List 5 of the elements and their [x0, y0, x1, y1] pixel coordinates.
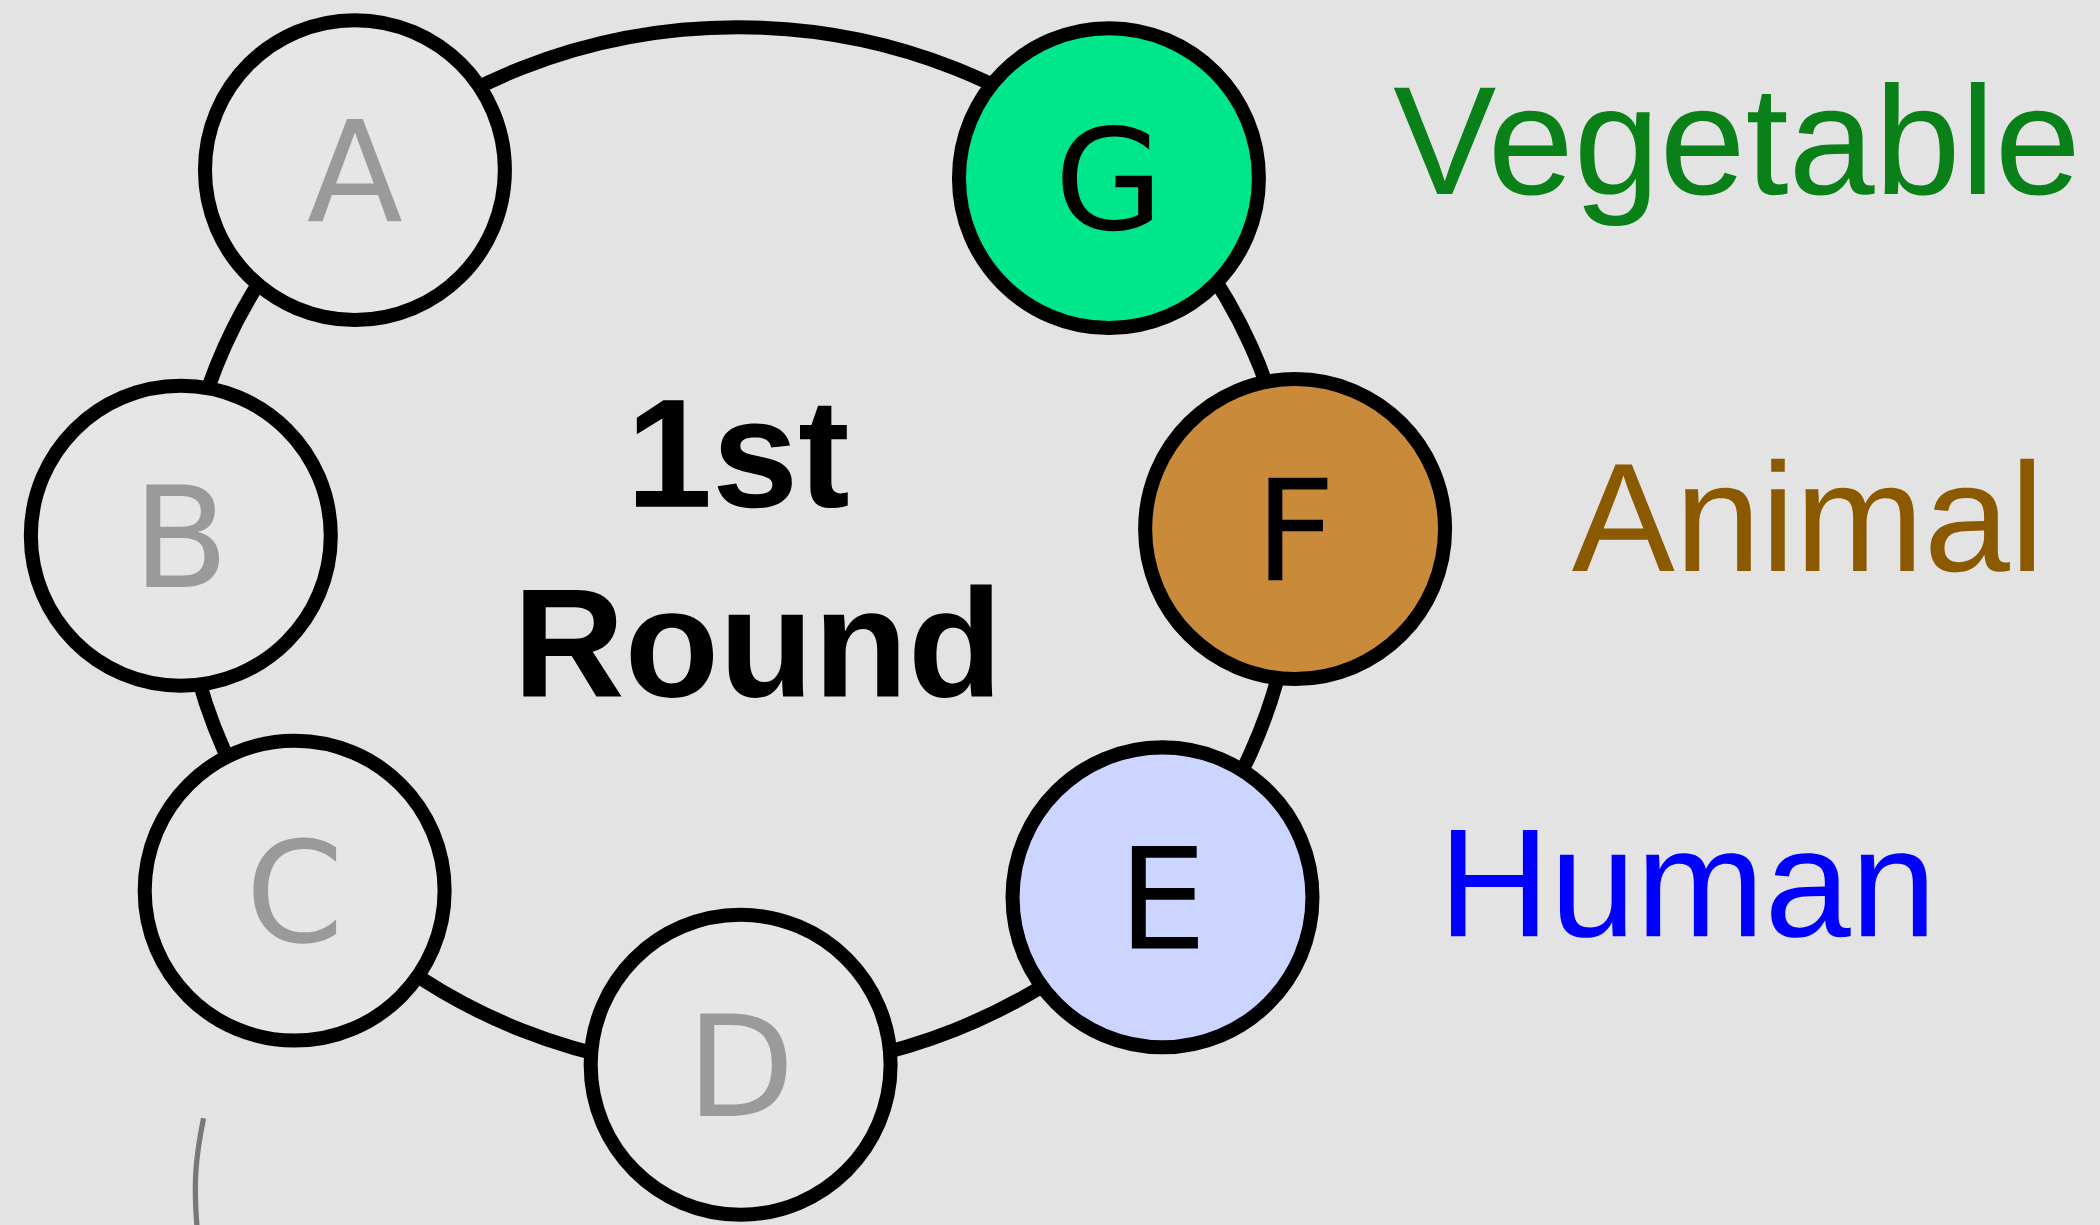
node-label: D	[700, 1013, 787, 1116]
category-label: Vegetable	[1393, 81, 2074, 226]
category-label: Animal	[1572, 458, 2034, 573]
node-label: C	[253, 837, 337, 944]
category-label: Human	[1451, 829, 1927, 938]
